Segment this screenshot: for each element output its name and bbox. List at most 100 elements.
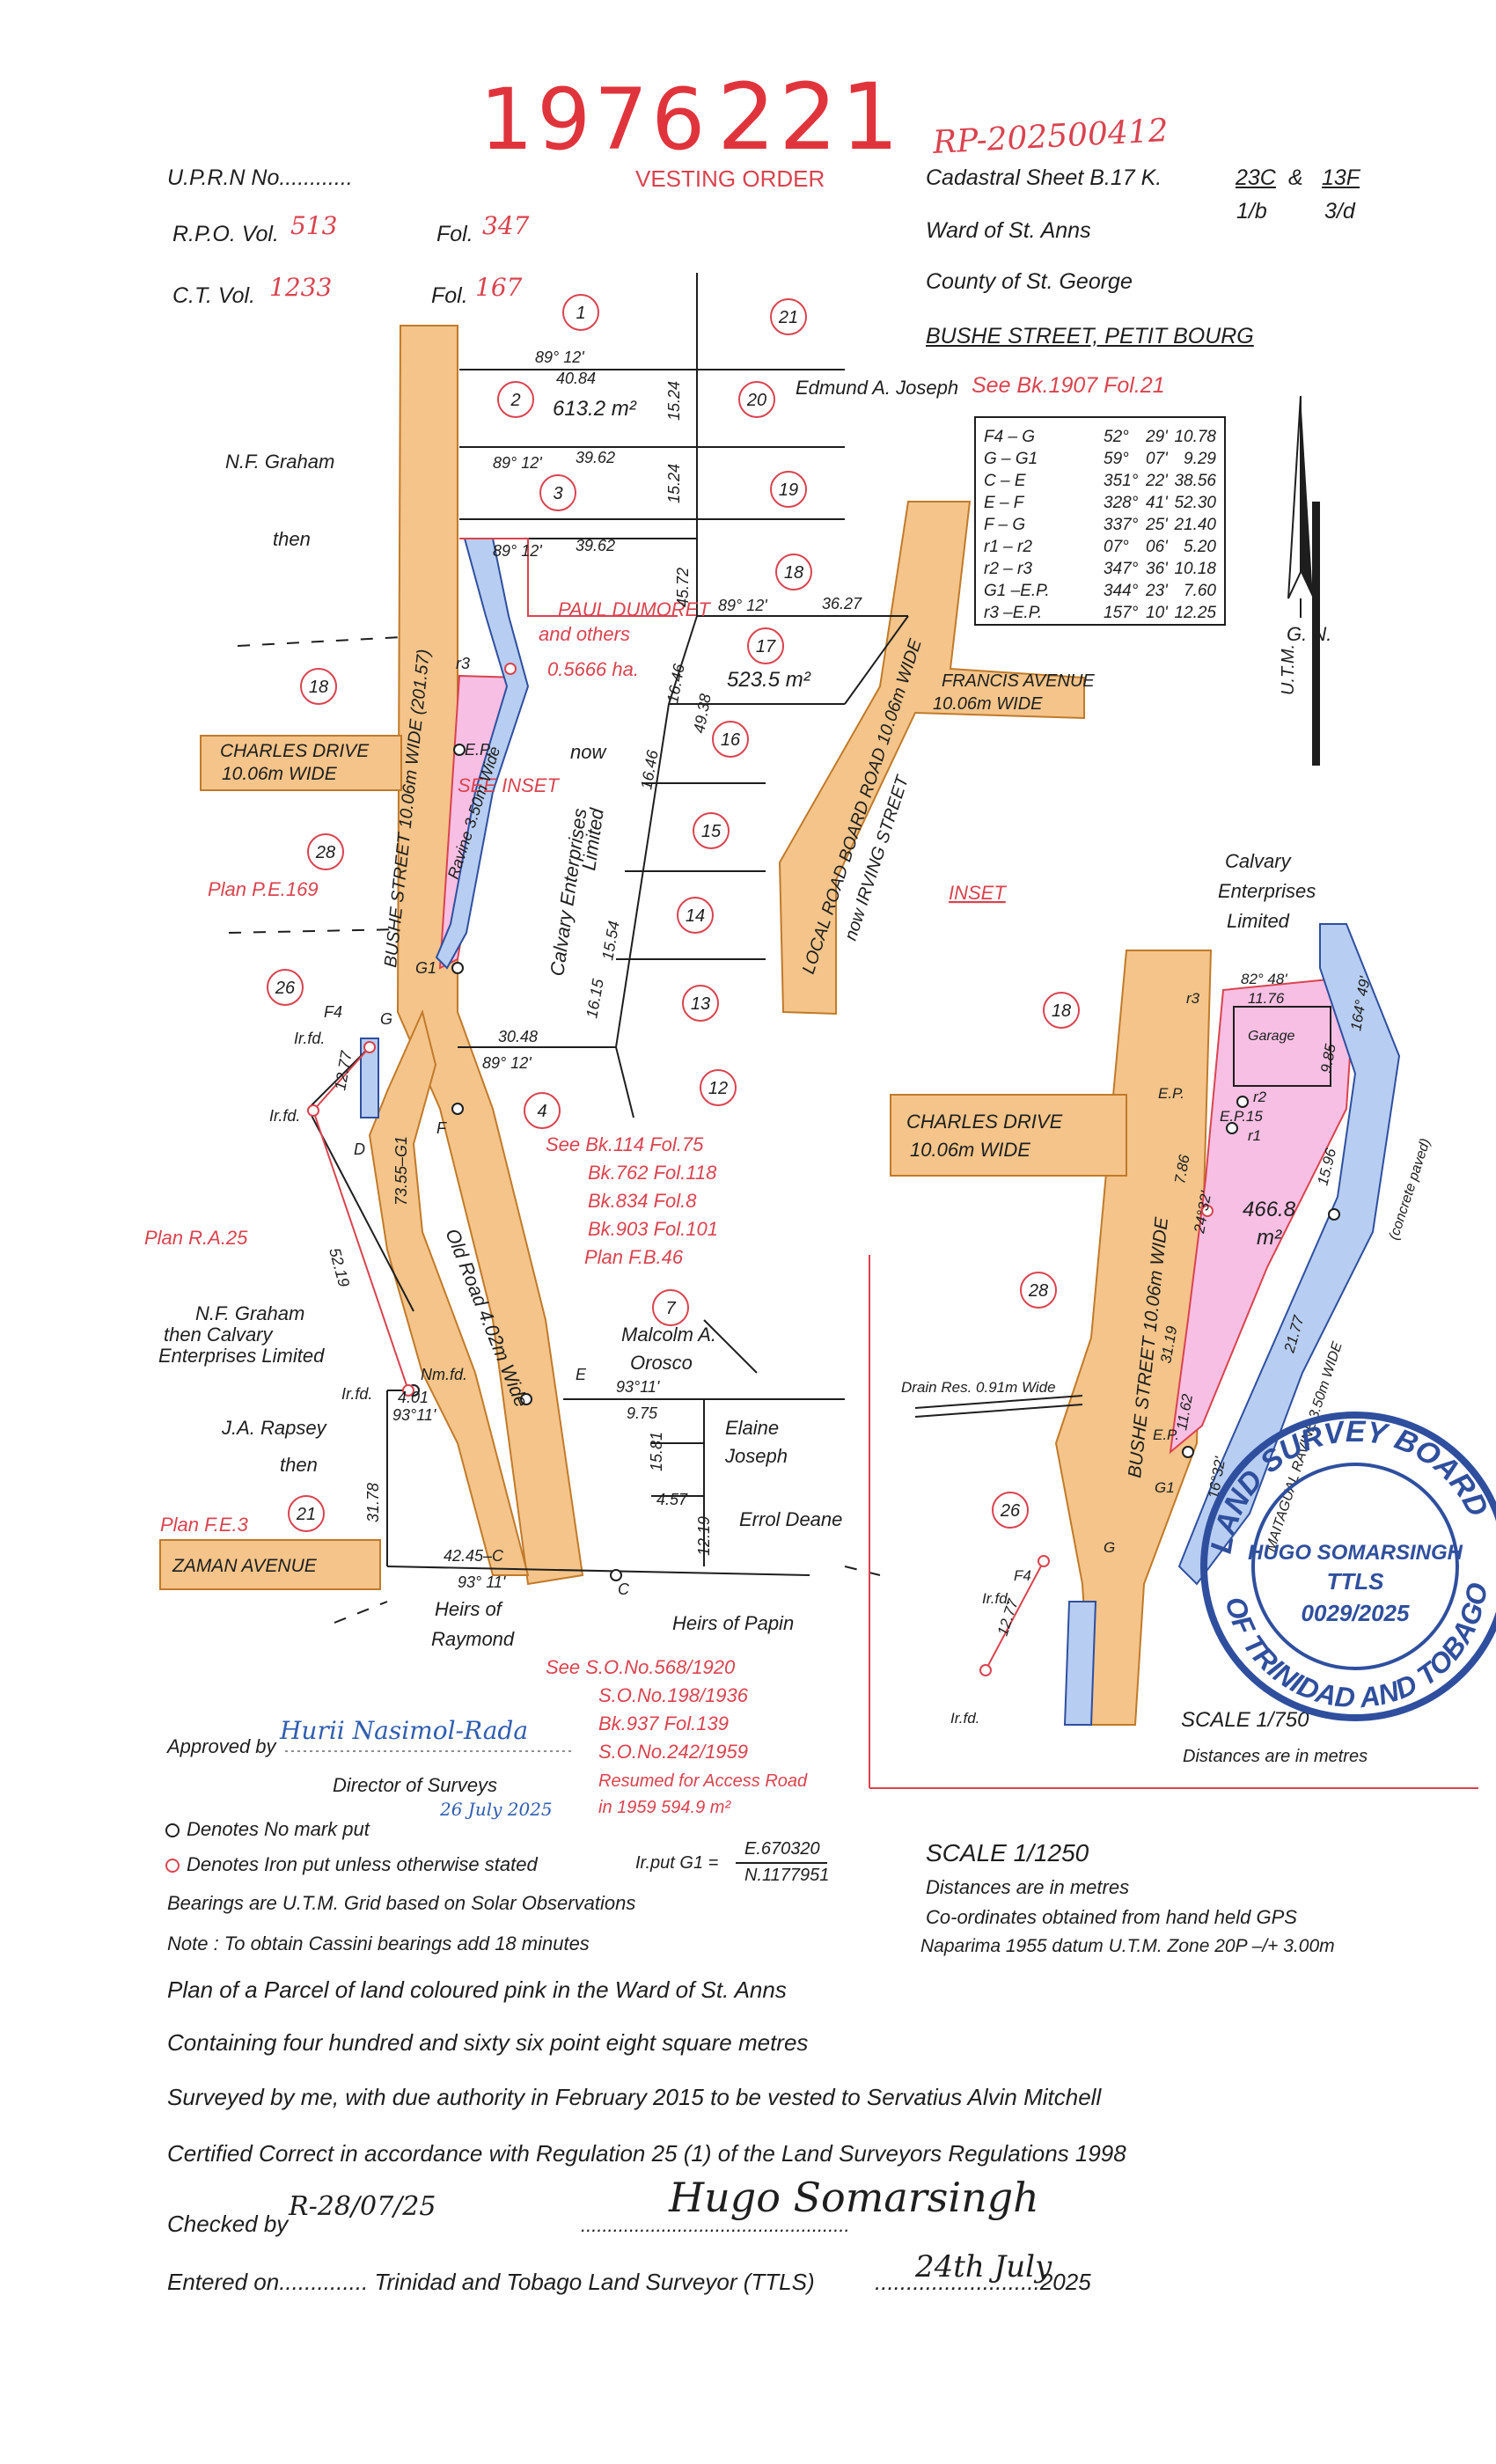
- lot-number: 13: [691, 994, 710, 1014]
- label-francis-width: 10.06m WIDE: [933, 694, 1043, 714]
- label-bk-834: Bk.834 Fol.8: [588, 1190, 697, 1212]
- bearing-cell: 344°: [1104, 582, 1139, 600]
- bearing-cell: 07': [1146, 450, 1169, 468]
- inset-ir-fd-b: Ir.fd.: [950, 1710, 979, 1727]
- stamp-name: HUGO SOMARSINGH: [1248, 1541, 1463, 1565]
- lot-number: 1: [576, 304, 585, 323]
- label-and-others: and others: [539, 623, 630, 645]
- bearing-cell: 52.30: [1174, 494, 1216, 512]
- legend-iron-put: Denotes Iron put unless otherwise stated: [187, 1853, 538, 1875]
- dim-12-19: 12.19: [695, 1516, 713, 1556]
- label-area-613: 613.2 m²: [553, 397, 637, 421]
- bearing-cell: E – F: [984, 494, 1025, 512]
- north-arrow: G. N. U.T.M.: [1281, 395, 1331, 766]
- ct-vol-value: 1233: [269, 273, 333, 302]
- red-boundary-ra25: [312, 1046, 409, 1391]
- inset-area-unit: m²: [1257, 1226, 1282, 1250]
- entered-on-label: Entered on.............. Trinidad and To…: [167, 2269, 815, 2295]
- plan-number-year: 1976: [480, 70, 709, 169]
- ct-vol-label: C.T. Vol.: [172, 283, 256, 308]
- label-plan-pe169: Plan P.E.169: [208, 878, 319, 900]
- lot-circle: [775, 554, 812, 590]
- ir-fd-3: Ir.fd.: [341, 1385, 372, 1403]
- dim-49-38: 49.38: [690, 693, 715, 735]
- inset-f4: F4: [1014, 1567, 1031, 1584]
- lot-boundaries: [307, 273, 909, 1576]
- marker-f4: F4: [324, 1003, 342, 1021]
- ward-label: Ward of St. Anns: [926, 218, 1091, 243]
- bearing-cell: 157°: [1104, 604, 1139, 622]
- dim-93-11-b: 93° 11': [458, 1573, 506, 1591]
- marker-e: E: [576, 1366, 587, 1383]
- label-rapsey: J.A. Rapsey: [221, 1417, 328, 1439]
- dim-15-81: 15.81: [648, 1432, 665, 1471]
- marker-g: G: [380, 1010, 392, 1028]
- dim-16-46-b: 16.46: [637, 748, 662, 791]
- lot-number: 16: [721, 730, 741, 750]
- bearing-cell: 21.40: [1173, 516, 1216, 534]
- lot-circle: [267, 969, 304, 1006]
- dim-39-62-a: 39.62: [576, 449, 615, 466]
- lot-circle: [693, 812, 730, 849]
- label-see-inset: SEE INSET: [458, 774, 560, 796]
- director-of-surveys: Director of Surveys: [333, 1774, 498, 1796]
- zaman-avenue-road: [159, 1539, 381, 1590]
- grid-north-label: G. N.: [1287, 623, 1331, 645]
- marker-r3: r3: [456, 655, 470, 672]
- inset-g: G: [1104, 1539, 1115, 1556]
- lot-number: 2: [510, 391, 520, 410]
- ct-fol-label: Fol.: [431, 283, 468, 308]
- dim-36-27: 36.27: [822, 595, 862, 612]
- land-survey-board-stamp: LAND SURVEY BOARD OF TRINIDAD AND TOBAGO…: [1200, 1412, 1496, 1721]
- ravine-main: [435, 538, 530, 970]
- inset-r2: r2: [1253, 1089, 1267, 1105]
- drain-main: [360, 1038, 379, 1118]
- northing-coord: N.1177951: [744, 1866, 830, 1885]
- cert-line-2: Containing four hundred and sixty six po…: [167, 2029, 809, 2056]
- inset-concrete: (concrete paved): [1387, 1137, 1434, 1242]
- bearing-cell: 41': [1146, 494, 1169, 512]
- dim-39-62-b: 39.62: [576, 537, 615, 554]
- lot-number: 19: [779, 480, 798, 500]
- lot-number: 15: [701, 822, 722, 841]
- old-road: [368, 1008, 530, 1576]
- bearings-note: Bearings are U.T.M. Grid based on Solar …: [167, 1892, 636, 1914]
- dim-89-12-lot3b: 89° 12': [493, 542, 542, 560]
- bearing-cell: 10.78: [1174, 428, 1216, 446]
- label-heirs-of: Heirs of: [435, 1598, 504, 1620]
- label-resumed: Resumed for Access Road: [598, 1771, 808, 1791]
- lot-number: 26: [275, 979, 296, 998]
- stamp-number: 0029/2025: [1302, 1600, 1410, 1626]
- label-see-so-568: See S.O.No.568/1920: [546, 1656, 736, 1678]
- bearing-cell: 10.18: [1174, 560, 1216, 578]
- inset-ir-fd-a: Ir.fd.: [982, 1590, 1011, 1607]
- label-hectares: 0.5666 ha.: [547, 658, 639, 680]
- lot-circle: [770, 298, 807, 335]
- bearing-cell: 12.25: [1174, 604, 1216, 622]
- marker-f: F: [436, 1119, 447, 1137]
- bearing-cell: 06': [1146, 538, 1169, 556]
- street-heading: BUSHE STREET, PETIT BOURG: [926, 324, 1254, 348]
- bearing-cell: G1 –E.P.: [984, 582, 1050, 600]
- lot-number: 17: [756, 637, 776, 656]
- bearing-cell: F – G: [984, 516, 1025, 534]
- label-access-road-area: in 1959 594.9 m²: [598, 1798, 731, 1817]
- lot-circle: [539, 474, 576, 511]
- datum-note: Naparima 1955 datum U.T.M. Zone 20P –/+ …: [920, 1936, 1335, 1956]
- inset-charles-drive: [890, 1094, 1127, 1177]
- bearing-cell: 52°: [1104, 428, 1129, 446]
- inset-calvary-3: Limited: [1227, 910, 1290, 932]
- label-edmund: Edmund A. Joseph: [796, 377, 958, 399]
- label-bk-937: Bk.937 Fol.139: [598, 1712, 729, 1734]
- label-charles-width: 10.06m WIDE: [222, 764, 338, 784]
- director-date: 26 July 2025: [440, 1799, 553, 1820]
- inset-ep15: E.P.15: [1220, 1108, 1263, 1125]
- rpo-vol-label: R.P.O. Vol.: [172, 222, 279, 246]
- bearing-cell: 351°: [1104, 472, 1139, 490]
- main-scale: SCALE 1/1250: [926, 1839, 1089, 1866]
- bearing-cell: 07°: [1104, 538, 1129, 556]
- sheet-ampersand: &: [1288, 165, 1303, 190]
- label-zaman: ZAMAN AVENUE: [172, 1556, 318, 1576]
